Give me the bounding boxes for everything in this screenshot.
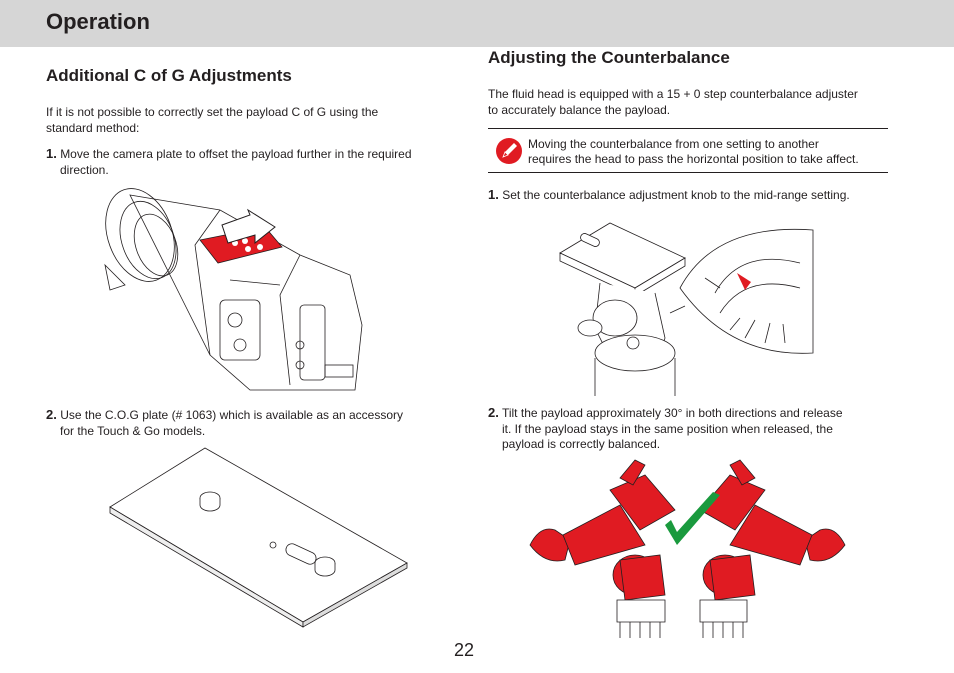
step-number: 2. <box>488 405 499 420</box>
camera-plate-illustration <box>104 188 363 391</box>
warning-pencil-icon <box>496 138 522 164</box>
step-number: 1. <box>46 146 57 161</box>
step-text-line1: Tilt the payload approximately 30° in bo… <box>501 406 843 420</box>
step-text-line2: for the Touch & Go models. <box>60 423 206 438</box>
right-step-2: 2. Tilt the payload approximately 30° in… <box>488 405 908 453</box>
note-line1: Moving the counterbalance from one setti… <box>528 137 819 151</box>
cog-plate-illustration <box>109 447 408 628</box>
right-intro: The fluid head is equipped with a 15 + 0… <box>488 86 908 118</box>
step-text-line2: direction. <box>60 162 109 177</box>
page-number: 22 <box>454 640 475 660</box>
note-line2: requires the head to pass the horizontal… <box>528 152 859 166</box>
step-number: 1. <box>488 187 499 202</box>
left-intro-line2: standard method: <box>46 121 140 135</box>
step-text-line3: payload is correctly balanced. <box>502 437 661 451</box>
left-intro-line1: If it is not possible to correctly set t… <box>46 105 379 119</box>
right-intro-line1: The fluid head is equipped with a 15 + 0… <box>488 87 858 101</box>
right-step-1: 1. Set the counterbalance adjustment kno… <box>488 187 908 204</box>
step-text-line1: Move the camera plate to offset the payl… <box>60 147 412 161</box>
left-step-2: 2. Use the C.O.G plate (# 1063) which is… <box>46 407 446 439</box>
checkmark-icon <box>665 492 720 545</box>
left-intro: If it is not possible to correctly set t… <box>46 104 446 136</box>
step-text-line2: it. If the payload stays in the same pos… <box>502 421 833 436</box>
page-title: Operation <box>46 9 150 34</box>
left-heading: Additional C of G Adjustments <box>46 66 292 85</box>
right-intro-line2: to accurately balance the payload. <box>488 103 671 117</box>
note-text: Moving the counterbalance from one setti… <box>528 137 888 167</box>
fluid-head-illustration <box>559 222 814 396</box>
step-text-line1: Use the C.O.G plate (# 1063) which is av… <box>60 408 404 422</box>
tilt-balance-illustration <box>529 459 846 638</box>
step-text-line1: Set the counterbalance adjustment knob t… <box>502 188 850 202</box>
step-number: 2. <box>46 407 57 422</box>
caution-note: Moving the counterbalance from one setti… <box>488 128 888 173</box>
left-step-1: 1. Move the camera plate to offset the p… <box>46 146 446 178</box>
page-header: Operation <box>0 0 954 47</box>
right-heading: Adjusting the Counterbalance <box>488 48 730 67</box>
